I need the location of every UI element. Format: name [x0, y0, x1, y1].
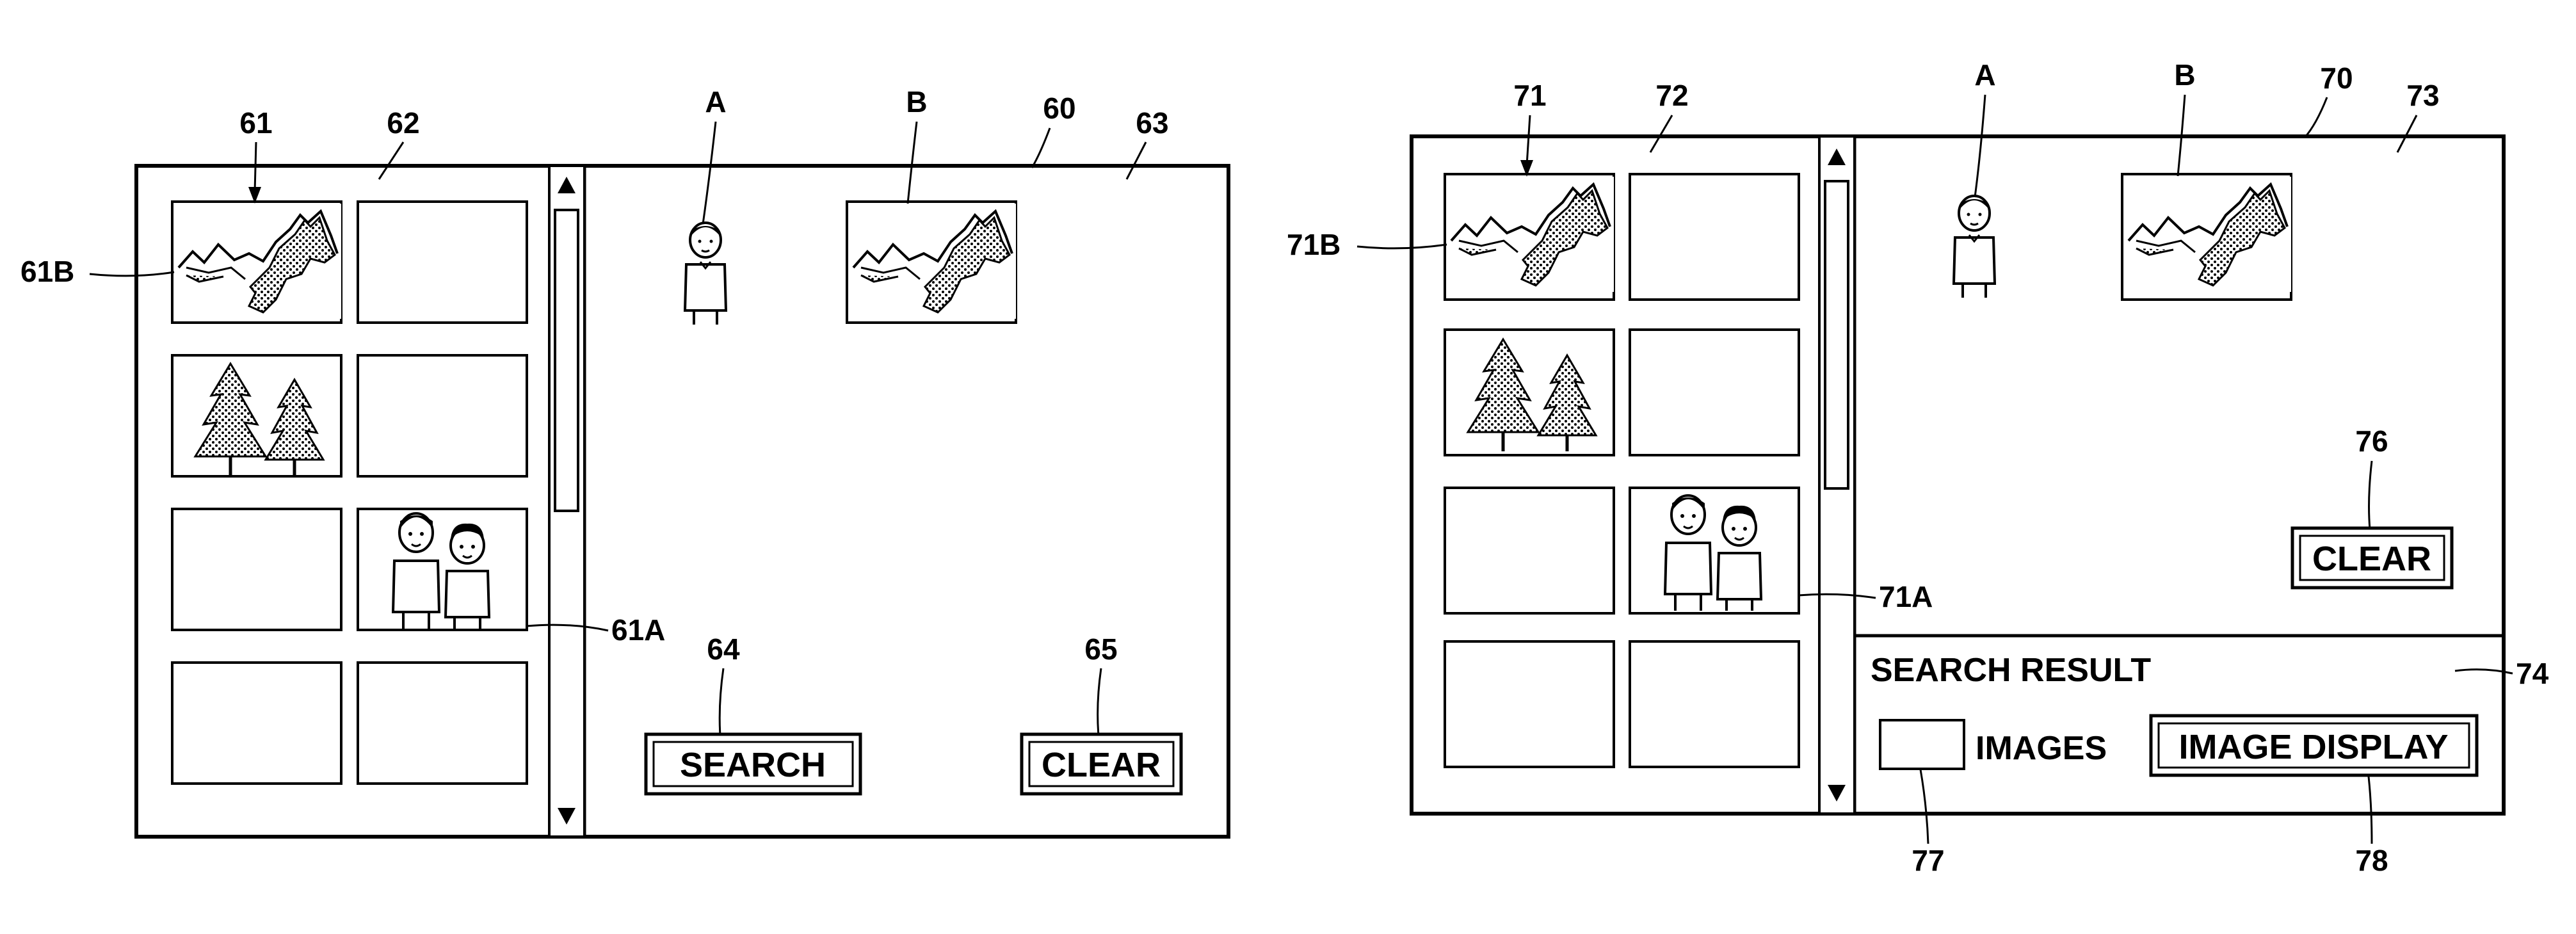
- ref-77: 77: [1912, 844, 1944, 877]
- label-b-left: B: [906, 85, 927, 118]
- thumb-people-71a[interactable]: [1630, 488, 1799, 613]
- clear-button-65[interactable]: CLEAR: [1022, 734, 1181, 794]
- clear-button-label: CLEAR: [1042, 746, 1161, 784]
- ref-78: 78: [2355, 844, 2388, 877]
- query-person-icon: [685, 223, 726, 325]
- ref-74: 74: [2516, 657, 2549, 690]
- ref-76: 76: [2355, 424, 2388, 458]
- label-a-left: A: [705, 85, 726, 118]
- label-a-right: A: [1974, 58, 1995, 92]
- thumb-empty[interactable]: [1445, 488, 1614, 613]
- ref-63: 63: [1136, 106, 1168, 140]
- scroll-thumb-70[interactable]: [1825, 181, 1848, 488]
- thumb-empty[interactable]: [358, 663, 527, 784]
- search-button-label: SEARCH: [680, 746, 826, 784]
- ref-61a: 61A: [611, 613, 665, 647]
- ref-61b: 61B: [20, 255, 74, 288]
- ref-71: 71: [1513, 79, 1546, 112]
- search-result-title: SEARCH RESULT: [1871, 652, 2151, 689]
- images-label: IMAGES: [1976, 730, 2107, 767]
- ref-61: 61: [239, 106, 272, 140]
- image-count-field: [1880, 720, 1964, 769]
- thumb-trees[interactable]: [1445, 330, 1614, 455]
- ref-71b: 71B: [1287, 228, 1340, 261]
- label-b-right: B: [2174, 58, 2195, 92]
- thumb-empty[interactable]: [172, 509, 341, 630]
- screen-60: SEARCH CLEAR: [136, 166, 1228, 837]
- image-display-button-label: IMAGE DISPLAY: [2178, 728, 2448, 766]
- thumb-empty[interactable]: [1630, 174, 1799, 300]
- ref-60: 60: [1043, 92, 1075, 125]
- ref-62: 62: [387, 106, 419, 140]
- thumb-people-61a[interactable]: [358, 509, 527, 630]
- search-button[interactable]: SEARCH: [646, 734, 860, 794]
- thumb-empty[interactable]: [358, 355, 527, 476]
- ref-65: 65: [1084, 632, 1117, 666]
- screen-70: CLEAR SEARCH RESULT IMAGES IMAGE DISPLAY: [1412, 136, 2504, 814]
- query-person-icon: [1954, 196, 1995, 298]
- ref-64: 64: [707, 632, 740, 666]
- thumb-empty[interactable]: [1445, 641, 1614, 767]
- thumb-empty[interactable]: [172, 663, 341, 784]
- ref-71a: 71A: [1879, 580, 1933, 613]
- thumb-empty[interactable]: [358, 202, 527, 323]
- scroll-thumb-60[interactable]: [555, 210, 578, 511]
- thumb-empty[interactable]: [1630, 641, 1799, 767]
- image-display-button[interactable]: IMAGE DISPLAY: [2151, 716, 2477, 775]
- clear-button-label: CLEAR: [2312, 540, 2431, 578]
- clear-button-76[interactable]: CLEAR: [2292, 528, 2452, 588]
- thumb-empty[interactable]: [1630, 330, 1799, 455]
- ref-72: 72: [1655, 79, 1688, 112]
- ref-70: 70: [2320, 61, 2353, 95]
- ref-73: 73: [2406, 79, 2439, 112]
